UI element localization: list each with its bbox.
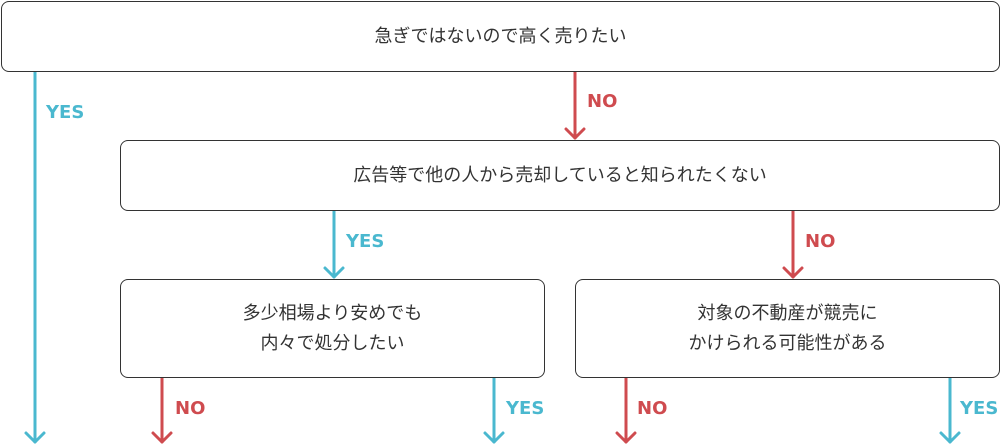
node-left: 多少相場より安めでも 内々で処分したい [120,279,545,378]
label-top-no: NO [587,91,618,112]
node-top-text: 急ぎではないので高く売りたい [374,25,627,47]
arrow-mid-yes [323,209,345,279]
label-left-no: NO [175,398,206,419]
arrow-mid-no [782,209,804,279]
node-right-line1: 対象の不動産が競売に [697,302,878,324]
arrow-top-yes [24,70,46,444]
arrow-right-yes [939,376,961,444]
label-left-yes: YES [506,398,545,419]
arrow-top-no [564,70,586,140]
node-mid: 広告等で他の人から売却していると知られたくない [120,140,1000,211]
node-right-line2: かけられる可能性がある [688,332,887,354]
label-mid-no: NO [805,231,836,252]
arrow-left-no [151,376,173,444]
arrow-left-yes [483,376,505,444]
node-mid-text: 広告等で他の人から売却していると知られたくない [353,164,767,186]
label-right-yes: YES [960,398,999,419]
label-top-yes: YES [46,102,85,123]
label-right-no: NO [637,398,668,419]
node-top: 急ぎではないので高く売りたい [1,1,1000,72]
node-left-line1: 多少相場より安めでも [242,302,423,324]
arrow-right-no [615,376,637,444]
label-mid-yes: YES [346,231,385,252]
node-left-line2: 内々で処分したい [260,332,405,354]
node-right: 対象の不動産が競売に かけられる可能性がある [575,279,1000,378]
